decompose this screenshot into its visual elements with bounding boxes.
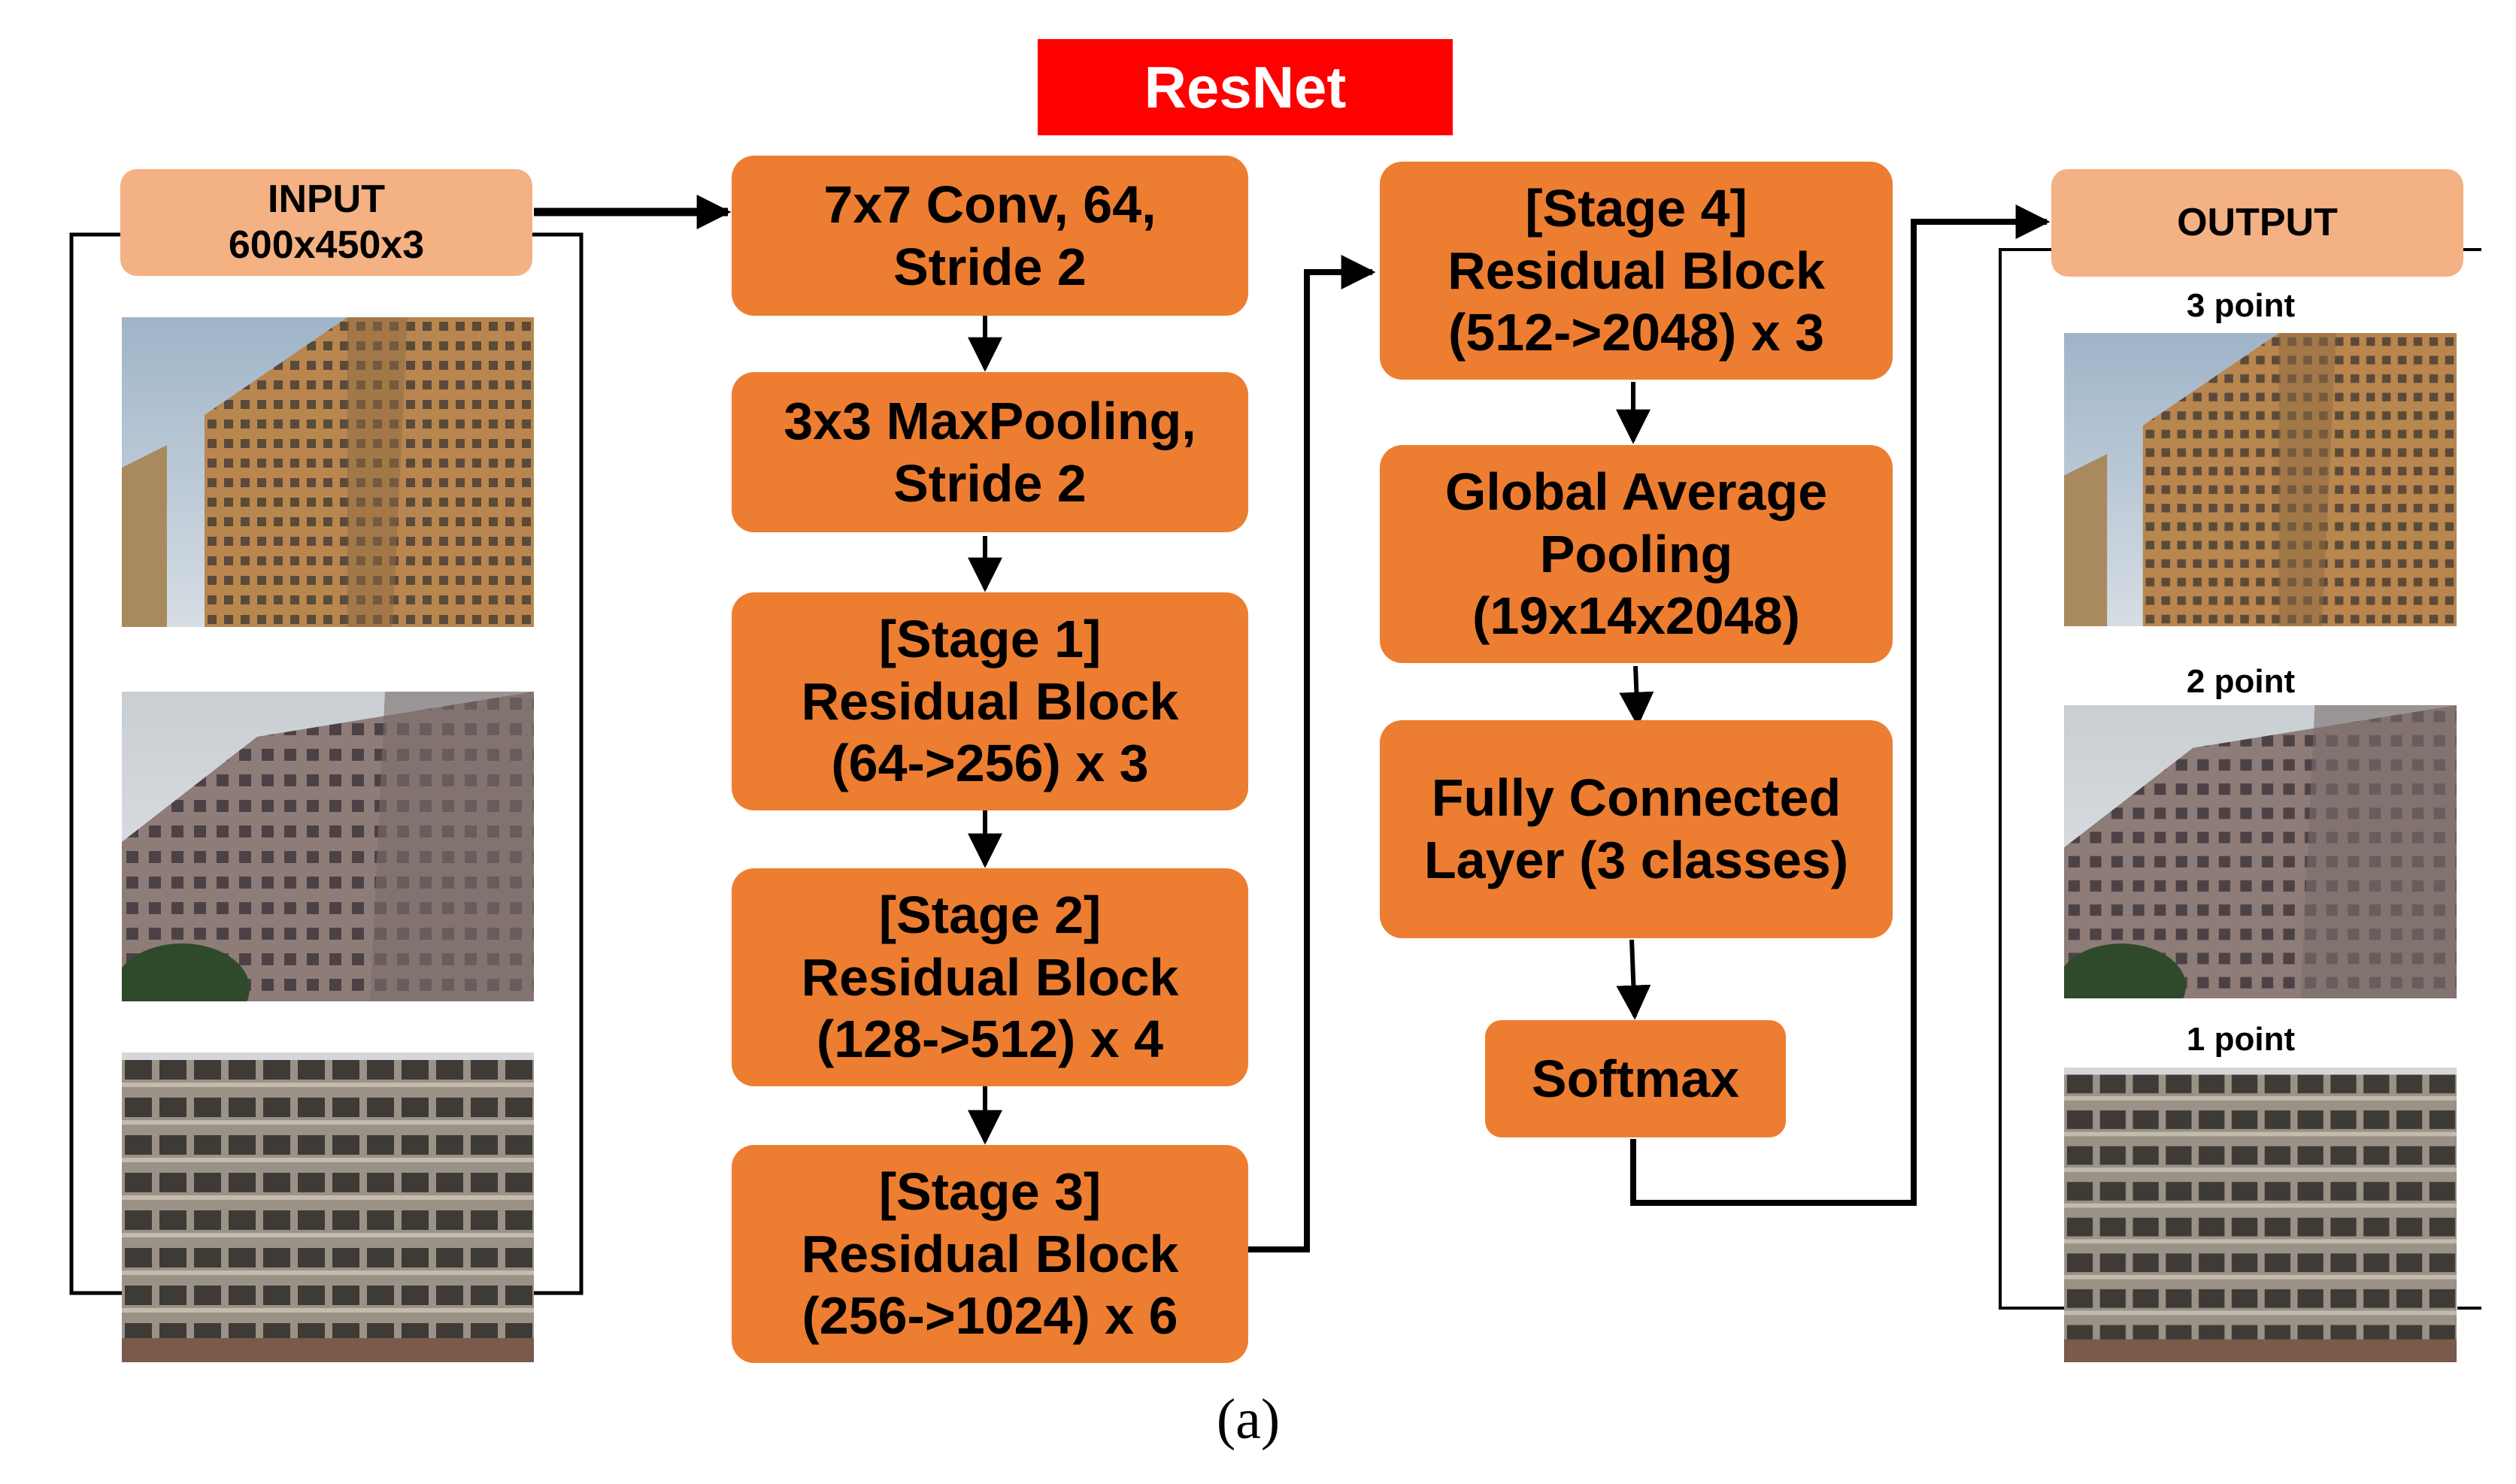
- layer-conv7x7-line2: Stride 2: [893, 237, 1087, 296]
- input-bracket-left: [69, 232, 122, 1295]
- output-bracket-left: [1999, 248, 2064, 1310]
- layer-stage2-line1: [Stage 2]: [878, 886, 1102, 945]
- output-box: OUTPUT: [2051, 169, 2463, 277]
- layer-stage2-line3: (128->512) x 4: [816, 1010, 1164, 1069]
- arrow-softmax-to-output: [1630, 204, 2051, 1206]
- layer-global-avg-pool: Global Average Pooling (19x14x2048): [1380, 445, 1893, 663]
- layer-stage1-line2: Residual Block: [801, 671, 1179, 731]
- arrow-stage3-to-stage4: [1241, 255, 1376, 1252]
- layer-stage3-line2: Residual Block: [801, 1224, 1179, 1283]
- layer-stage4-line1: [Stage 4]: [1525, 179, 1748, 238]
- input-size: 600x450x3: [228, 223, 425, 267]
- input-photo-2: [122, 692, 534, 1001]
- layer-softmax: Softmax: [1485, 1020, 1786, 1137]
- layer-stage2-line2: Residual Block: [801, 947, 1179, 1007]
- layer-gap-line2: Pooling: [1539, 524, 1733, 583]
- layer-fc-line2: Layer (3 classes): [1423, 831, 1849, 889]
- layer-conv7x7: 7x7 Conv, 64, Stride 2: [732, 156, 1248, 316]
- input-photo-1: [122, 317, 534, 627]
- output-label: OUTPUT: [2177, 200, 2338, 244]
- layer-maxpool: 3x3 MaxPooling, Stride 2: [732, 372, 1248, 532]
- input-photo-3: [122, 1052, 534, 1362]
- layer-gap-line3: (19x14x2048): [1472, 586, 1800, 646]
- output-label-1-point: 1 point: [2186, 1021, 2296, 1058]
- input-bracket-right: [532, 232, 584, 1295]
- layer-maxpool-line2: Stride 2: [893, 453, 1087, 513]
- layer-maxpool-line1: 3x3 MaxPooling,: [784, 391, 1196, 450]
- output-photo-1-point: [2064, 1068, 2457, 1362]
- input-box: INPUT 600x450x3: [120, 169, 532, 276]
- output-label-2-point: 2 point: [2186, 663, 2296, 700]
- layer-softmax-label: Softmax: [1531, 1049, 1740, 1108]
- layer-stage4-line2: Residual Block: [1447, 241, 1825, 300]
- layer-stage4: [Stage 4] Residual Block (512->2048) x 3: [1380, 162, 1893, 380]
- layer-stage2: [Stage 2] Residual Block (128->512) x 4: [732, 868, 1248, 1086]
- layer-stage3-line3: (256->1024) x 6: [802, 1286, 1178, 1346]
- layer-fully-connected: Fully Connected Layer (3 classes): [1380, 720, 1893, 938]
- figure-caption: (a): [1216, 1388, 1281, 1451]
- diagram-title: ResNet: [1038, 39, 1453, 135]
- layer-fc-line1: Fully Connected: [1431, 768, 1842, 828]
- layer-stage1-line1: [Stage 1]: [878, 610, 1102, 669]
- input-label: INPUT: [268, 177, 385, 221]
- arrow-fc-to-softmax: [1616, 939, 1651, 1020]
- output-photo-2-point: [2064, 705, 2457, 998]
- arrow-gap-to-fc: [1619, 665, 1654, 727]
- layer-gap-line1: Global Average: [1444, 462, 1828, 522]
- layer-stage1: [Stage 1] Residual Block (64->256) x 3: [732, 592, 1248, 810]
- layer-stage3: [Stage 3] Residual Block (256->1024) x 6: [732, 1145, 1248, 1363]
- layer-stage3-line1: [Stage 3]: [878, 1162, 1102, 1222]
- output-label-3-point: 3 point: [2186, 287, 2296, 324]
- layer-stage1-line3: (64->256) x 3: [831, 734, 1149, 793]
- layer-stage4-line3: (512->2048) x 3: [1447, 303, 1825, 362]
- output-photo-3-point: [2064, 333, 2457, 626]
- layer-conv7x7-line1: 7x7 Conv, 64,: [823, 174, 1156, 234]
